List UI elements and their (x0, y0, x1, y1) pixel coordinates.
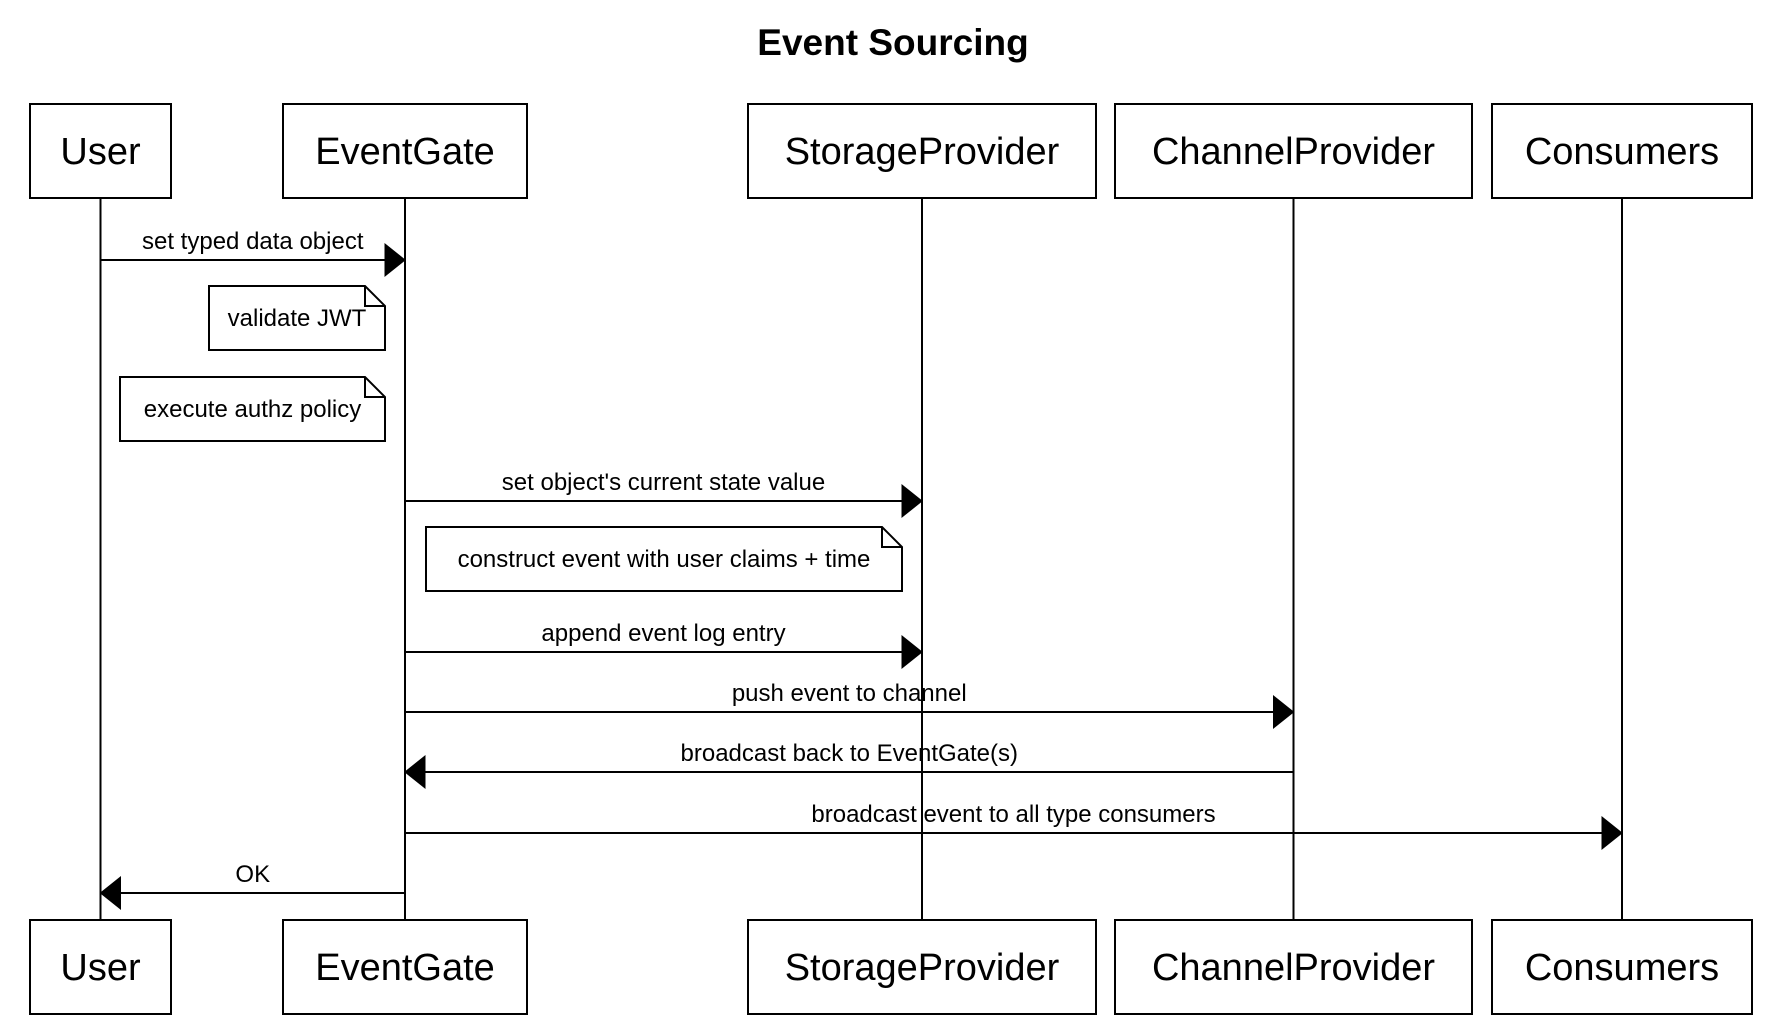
participant-box (1114, 103, 1473, 199)
note-label: execute authz policy (144, 396, 361, 423)
message-arrow: append event log entry (405, 620, 923, 670)
steps-layer: set typed data object validate JWT execute… (99, 228, 1623, 911)
arrowhead (1601, 815, 1623, 851)
arrowhead (901, 483, 923, 519)
participant-box (1491, 919, 1753, 1015)
participant-label: User (60, 131, 141, 173)
participant-box (1491, 103, 1753, 199)
participant-box (29, 919, 172, 1015)
participant-box (282, 919, 528, 1015)
message-arrow: broadcast event to all type consumers (405, 801, 1623, 851)
participant-bottom-user: User (29, 919, 172, 1015)
arrowhead (99, 875, 121, 911)
message-label: set object's current state value (502, 469, 825, 496)
participant-label: Consumers (1525, 947, 1719, 989)
message-label: append event log entry (541, 620, 785, 647)
participant-label: StorageProvider (785, 947, 1060, 989)
participant-box (747, 919, 1097, 1015)
diagram-title: Event Sourcing (757, 22, 1028, 63)
participant-box (282, 103, 528, 199)
arrowhead (1273, 694, 1295, 730)
message-arrow: push event to channel (405, 680, 1295, 730)
note-label: validate JWT (228, 305, 367, 332)
participant-top-eventgate: EventGate (282, 103, 528, 199)
message-label: broadcast back to EventGate(s) (681, 740, 1019, 767)
message-label: set typed data object (142, 228, 364, 255)
participant-top-user: User (29, 103, 172, 199)
participant-box (1114, 919, 1473, 1015)
participant-bottom-storage: StorageProvider (747, 919, 1097, 1015)
participant-top-channel: ChannelProvider (1114, 103, 1473, 199)
note-label: construct event with user claims + time (458, 546, 871, 573)
participant-bottom-consumers: Consumers (1491, 919, 1753, 1015)
participant-label: EventGate (315, 947, 495, 989)
message-arrow: set object's current state value (405, 469, 923, 519)
note: validate JWT (208, 285, 386, 351)
note-box (119, 376, 386, 442)
arrowhead (404, 754, 426, 790)
message-arrow: broadcast back to EventGate(s) (404, 740, 1294, 790)
message-arrow: OK (99, 861, 405, 911)
participant-box (29, 103, 172, 199)
participant-top-storage: StorageProvider (747, 103, 1097, 199)
note-box (425, 526, 903, 592)
participant-label: ChannelProvider (1152, 947, 1435, 989)
note-fold (881, 527, 902, 548)
arrowhead (384, 242, 406, 278)
note-fold (364, 377, 385, 398)
arrowhead (901, 634, 923, 670)
participant-box (747, 103, 1097, 199)
participant-label: User (60, 947, 141, 989)
participant-label: ChannelProvider (1152, 131, 1435, 173)
note-fold (364, 286, 385, 307)
note-box (208, 285, 386, 351)
message-label: broadcast event to all type consumers (811, 801, 1215, 828)
participant-top-consumers: Consumers (1491, 103, 1753, 199)
participant-bottom-eventgate: EventGate (282, 919, 528, 1015)
message-label: push event to channel (732, 680, 967, 707)
lifelines-layer (99, 198, 1623, 920)
participant-label: StorageProvider (785, 131, 1060, 173)
participant-label: EventGate (315, 131, 495, 173)
note: execute authz policy (119, 376, 386, 442)
participant-label: Consumers (1525, 131, 1719, 173)
message-label: OK (235, 861, 270, 888)
note: construct event with user claims + time (425, 526, 903, 592)
participant-bottom-channel: ChannelProvider (1114, 919, 1473, 1015)
message-arrow: set typed data object (100, 228, 406, 278)
